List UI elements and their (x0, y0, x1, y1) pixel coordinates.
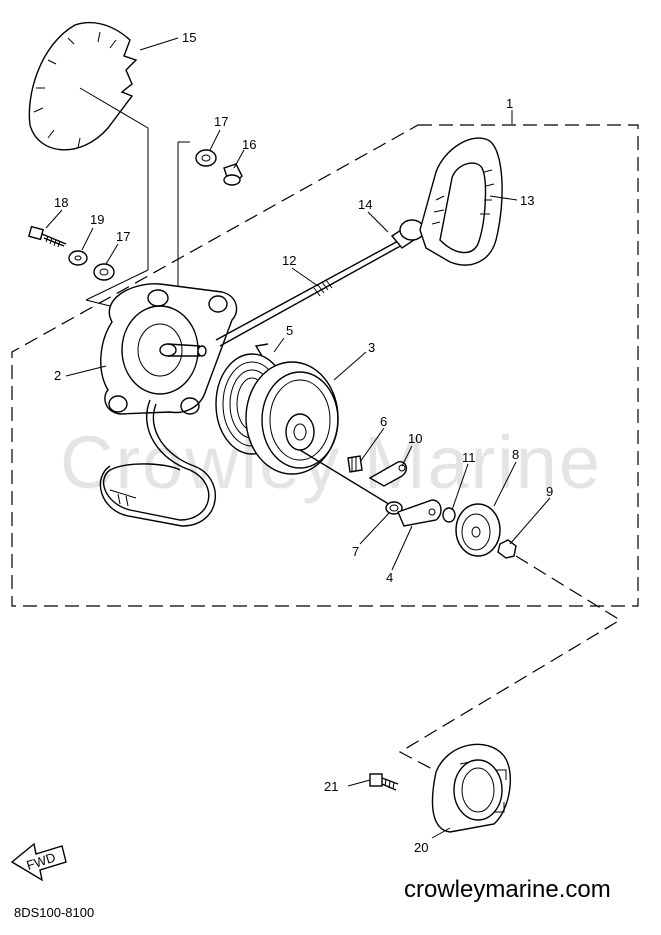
callout-18: 18 (54, 195, 68, 210)
callout-1: 1 (506, 96, 513, 111)
callout-11: 11 (462, 450, 476, 465)
callout-9: 9 (546, 484, 553, 499)
leader-lines (45, 37, 551, 839)
bolt-21 (369, 773, 399, 791)
drive-plate-4 (397, 499, 442, 527)
callout-labels: 15 1 17 16 13 18 19 17 14 12 5 3 2 6 10 … (54, 30, 553, 855)
bolt-18 (28, 225, 67, 248)
plate-8 (455, 503, 501, 557)
collar-17-lower (93, 263, 115, 281)
collar-17-top (195, 149, 217, 167)
callout-20: 20 (414, 840, 428, 855)
callout-6: 6 (380, 414, 387, 429)
callout-2: 2 (54, 368, 61, 383)
callout-17-lower: 17 (116, 229, 130, 244)
callout-21: 21 (324, 779, 338, 794)
circlip-11 (442, 507, 456, 523)
bracket-lines (85, 141, 190, 307)
diagram-code: 8DS100-8100 (14, 905, 95, 920)
reference-line (398, 555, 622, 771)
callout-13: 13 (520, 193, 534, 208)
callout-7: 7 (352, 544, 359, 559)
starter-pulley-20 (431, 743, 511, 833)
assembly-boundary (11, 124, 639, 607)
decal-15 (28, 22, 149, 270)
pawl-10 (368, 461, 408, 487)
nut-9 (497, 539, 517, 559)
spring-7 (385, 501, 403, 515)
fwd-arrow-icon: FWD (10, 842, 67, 882)
bushing-16 (223, 163, 243, 186)
callout-3: 3 (368, 340, 375, 355)
callout-14: 14 (358, 197, 372, 212)
handle-13 (390, 137, 503, 266)
spring-6 (347, 455, 363, 473)
callout-5: 5 (286, 323, 293, 338)
callout-16: 16 (242, 137, 256, 152)
starter-rope-12 (215, 239, 405, 347)
starter-housing-2 (99, 283, 238, 527)
website-label: crowleymarine.com (404, 876, 611, 903)
callout-12: 12 (282, 253, 296, 268)
callout-10: 10 (408, 431, 422, 446)
washer-19 (68, 250, 88, 266)
sheave-drum-3 (245, 361, 393, 507)
callout-19: 19 (90, 212, 104, 227)
callout-4: 4 (386, 570, 393, 585)
callout-15: 15 (182, 30, 196, 45)
callout-8: 8 (512, 447, 519, 462)
callout-17-top: 17 (214, 114, 228, 129)
